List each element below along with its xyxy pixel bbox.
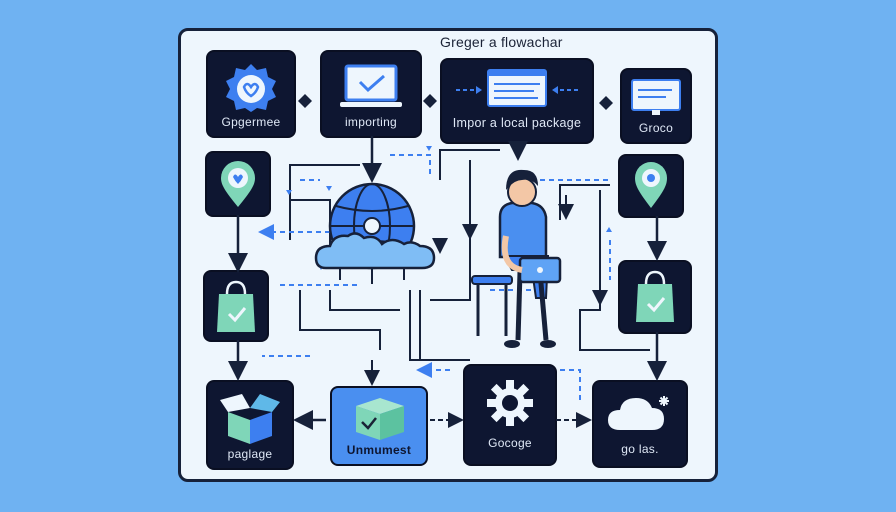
- node-gpgermee[interactable]: Gpgermee: [208, 52, 294, 136]
- node-go-las[interactable]: go las.: [594, 382, 686, 466]
- shopping-bag-check-icon: [636, 270, 674, 322]
- shopping-bag-check-icon: [217, 280, 255, 332]
- person-with-laptop-icon: [471, 169, 562, 348]
- location-pin-heart-icon: [221, 161, 255, 207]
- node-label: Unmumest: [346, 443, 412, 457]
- node-groco[interactable]: Groco: [622, 70, 690, 142]
- node-paglage[interactable]: paglage: [208, 382, 292, 468]
- certificate-heart-icon: [226, 64, 276, 112]
- browser-window-icon: [456, 69, 578, 107]
- node-bag-right[interactable]: [620, 262, 690, 332]
- node-label: importing: [344, 115, 398, 129]
- node-importing[interactable]: importing: [322, 52, 420, 136]
- node-unmumest[interactable]: Unmumest: [332, 388, 426, 464]
- globe-cloud-icon: [314, 182, 436, 284]
- closed-box-check-icon: [356, 398, 404, 440]
- node-import-local-package[interactable]: Impor a local package: [442, 60, 592, 142]
- node-bag-left[interactable]: [205, 272, 267, 340]
- node-gocoge[interactable]: Gocoge: [465, 366, 555, 464]
- node-label: Gpgermee: [221, 115, 281, 129]
- location-pin-icon: [635, 162, 667, 208]
- node-label: Groco: [638, 121, 674, 135]
- node-label: Impor a local package: [452, 116, 582, 130]
- diagram-title: Greger a flowachar: [440, 34, 563, 50]
- open-box-icon: [220, 394, 280, 444]
- node-label: go las.: [621, 442, 659, 456]
- node-location-right[interactable]: [620, 156, 682, 216]
- cloud-snow-icon: [608, 396, 669, 430]
- node-location-left[interactable]: [207, 153, 269, 215]
- node-label: Gocoge: [488, 436, 532, 450]
- monitor-icon: [631, 79, 681, 115]
- gear-icon: [487, 380, 533, 426]
- laptop-check-icon: [340, 64, 402, 107]
- node-label: paglage: [227, 447, 273, 461]
